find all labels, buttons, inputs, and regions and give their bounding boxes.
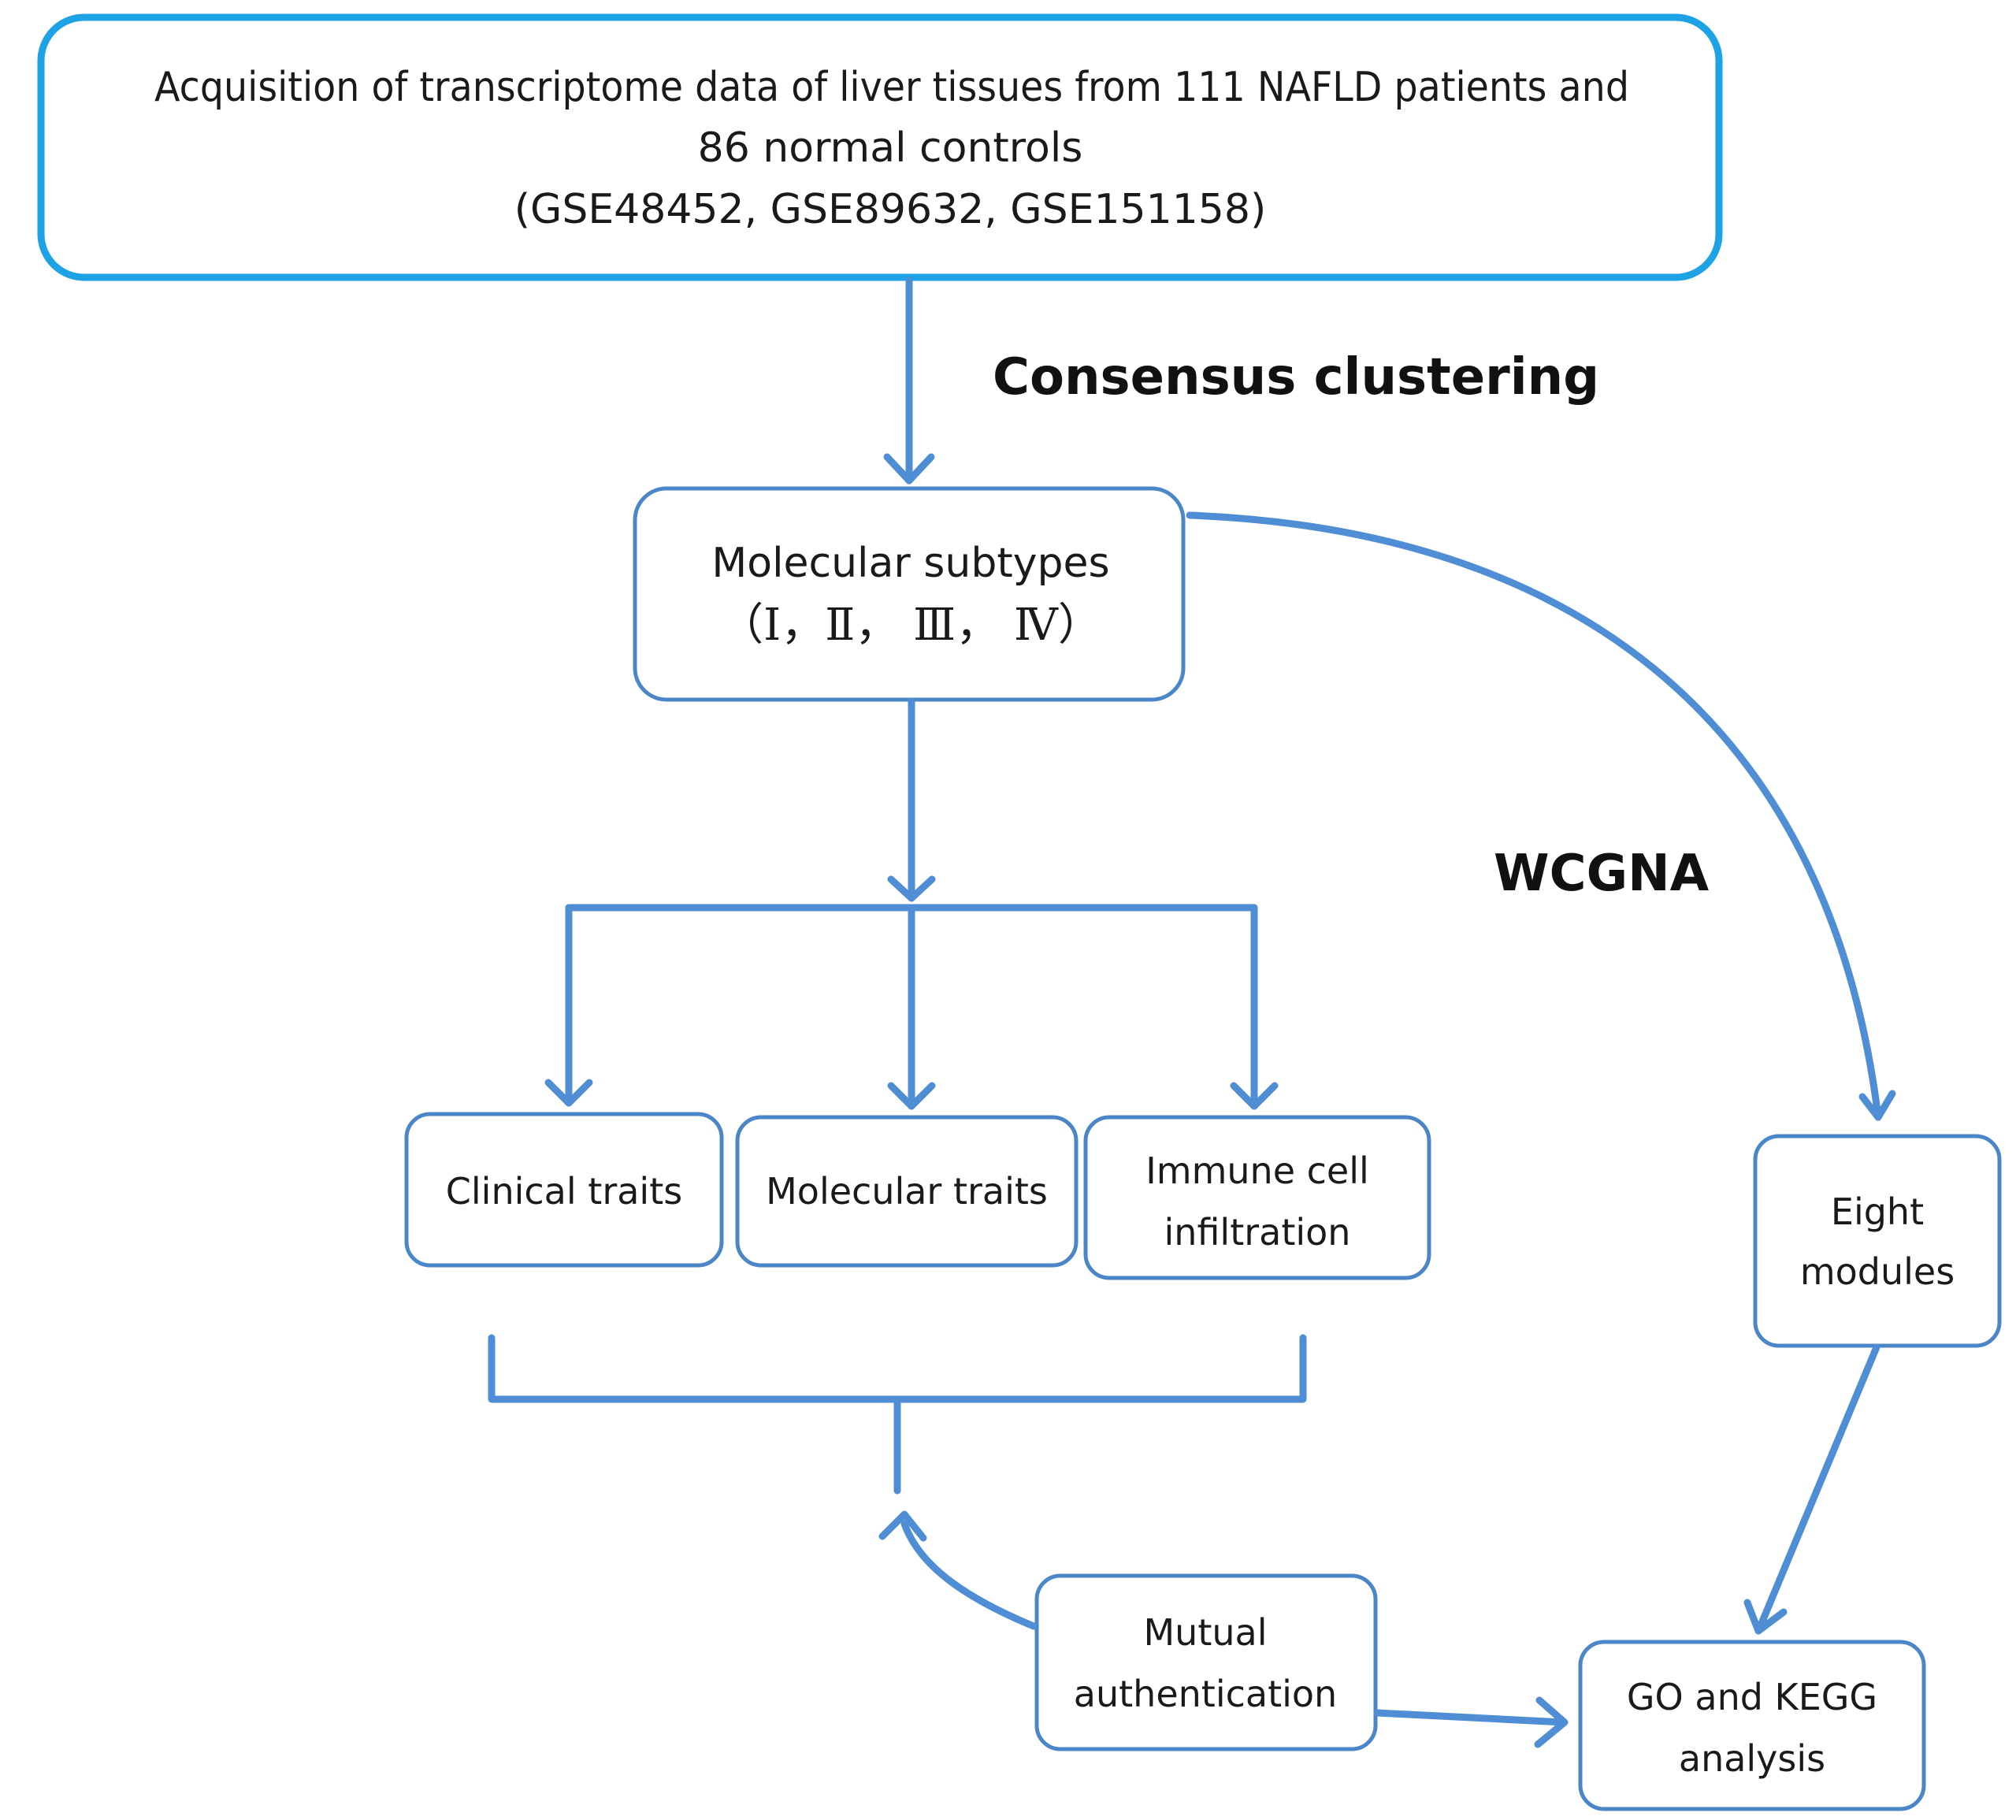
immune-infiltration-line-2: infiltration <box>1164 1211 1351 1254</box>
arrowhead-subtypes-to-split <box>887 875 936 902</box>
go-kegg-line-1: GO and KEGG <box>1627 1676 1877 1718</box>
eight-modules-line-2: modules <box>1800 1250 1955 1293</box>
clinical-traits-box <box>404 1112 724 1268</box>
molecular-subtypes-title: Molecular subtypes <box>711 540 1109 587</box>
immune-infiltration-box <box>1083 1115 1431 1280</box>
arrowhead-mutual-to-bracket <box>878 1510 927 1542</box>
clinical-traits-label: Clinical traits <box>446 1170 682 1213</box>
mutual-authentication-line-1: Mutual <box>1143 1611 1267 1654</box>
go-kegg-box <box>1578 1640 1926 1811</box>
wcgna-label: WCGNA <box>1494 845 1710 903</box>
mutual-authentication-box <box>1034 1573 1378 1751</box>
arrowhead-modules-to-go-kegg <box>1743 1599 1788 1635</box>
molecular-subtypes-box <box>633 486 1186 702</box>
arrowhead-clinical-traits <box>544 1079 593 1107</box>
arrowhead-molecular-traits <box>887 1082 936 1110</box>
traits-bracket <box>488 1334 1307 1403</box>
acquisition-line-3: (GSE48452, GSE89632, GSE151158) <box>514 186 1267 233</box>
arrow-mutual-to-go-kegg <box>1373 1709 1567 1726</box>
molecular-subtypes-numerals: （Ⅰ，Ⅱ， Ⅲ， Ⅳ） <box>719 600 1102 651</box>
arrow-modules-to-go-kegg <box>1754 1343 1880 1635</box>
mutual-authentication-line-2: authentication <box>1074 1673 1337 1715</box>
acquisition-line-1: Acquisition of transcriptome data of liv… <box>154 64 1629 111</box>
acquisition-box <box>37 13 1723 281</box>
immune-infiltration-line-1: Immune cell <box>1145 1150 1369 1192</box>
arrowhead-wcgna <box>1858 1090 1896 1121</box>
go-kegg-line-2: analysis <box>1679 1737 1825 1780</box>
consensus-clustering-label: Consensus clustering <box>993 348 1599 407</box>
molecular-traits-box <box>735 1115 1079 1268</box>
arrowhead-acquisition-to-subtypes <box>883 453 935 485</box>
molecular-traits-label: Molecular traits <box>766 1170 1048 1213</box>
arrow-mutual-to-bracket <box>900 1520 1038 1630</box>
eight-modules-box <box>1753 1134 2002 1348</box>
arrowhead-mutual-to-go-kegg <box>1534 1696 1569 1748</box>
eight-modules-line-1: Eight <box>1831 1190 1924 1233</box>
arrow-wcgna-curve <box>1186 511 1882 1121</box>
acquisition-line-2: 86 normal controls <box>698 124 1083 172</box>
arrowhead-immune-infiltration <box>1230 1082 1279 1110</box>
